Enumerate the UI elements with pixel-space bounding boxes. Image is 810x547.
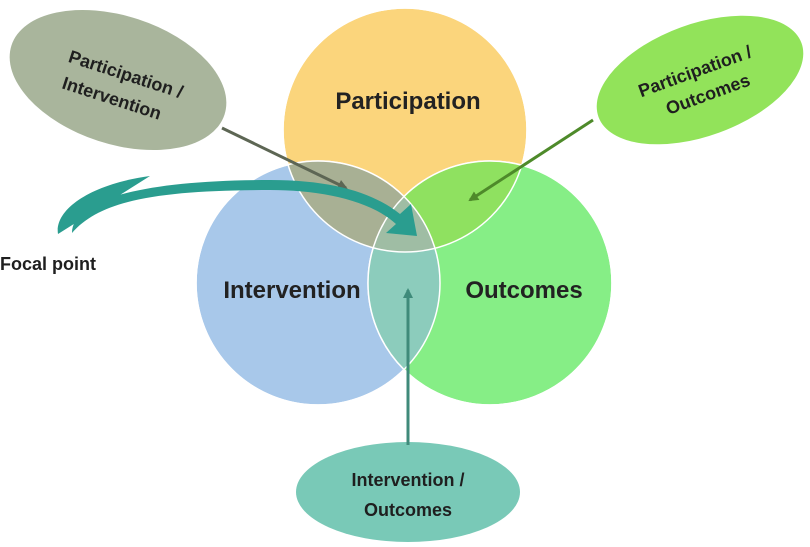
participation-outline (282, 7, 528, 253)
outcomes-outline (367, 160, 613, 406)
focal-point-label: Focal point (0, 254, 96, 274)
callout-participation-intervention (9, 9, 227, 151)
overlap-participation-intervention (283, 161, 440, 252)
focal-point-arrow (57, 176, 417, 236)
outcomes-label: Outcomes (465, 277, 582, 304)
overlap-participation-outcomes (368, 161, 527, 252)
arrow-participation-outcomes (468, 118, 594, 202)
intervention-outline (195, 160, 441, 406)
callout-intervention-outcomes (296, 442, 520, 542)
callout-intervention-outcomes-line1: Intervention / (351, 470, 464, 490)
intervention-label: Intervention (223, 277, 360, 304)
participation-label: Participation (335, 88, 480, 115)
callout-intervention-outcomes-line2: Outcomes (364, 500, 452, 520)
arrow-participation-intervention (221, 126, 348, 190)
callout-participation-outcomes (596, 15, 804, 145)
